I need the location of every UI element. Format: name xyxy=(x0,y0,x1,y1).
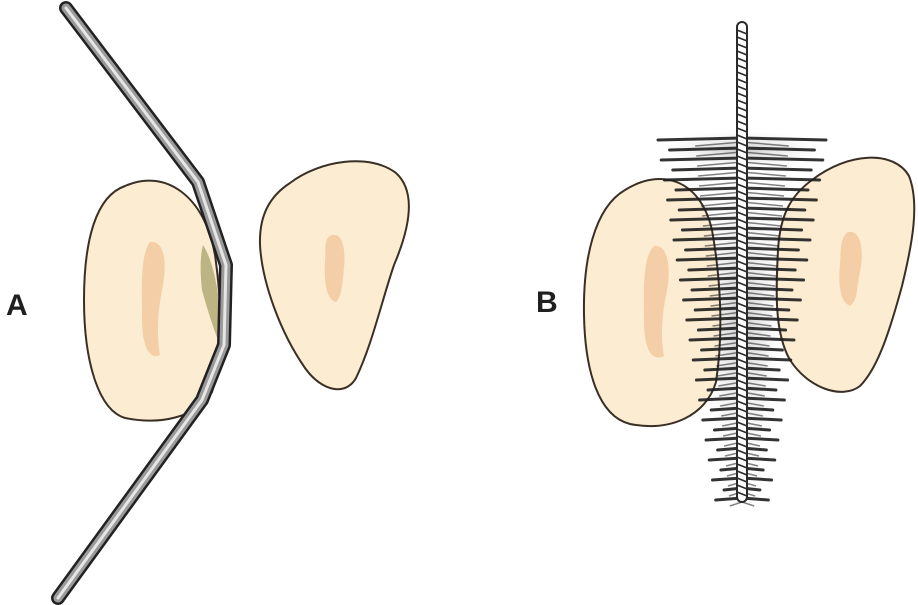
panel-b-label: B xyxy=(536,286,558,319)
tooth-b-left xyxy=(584,179,720,426)
tooth-a-right xyxy=(260,161,409,389)
tooth-b-right xyxy=(777,158,915,392)
tooth-a-left xyxy=(84,181,220,421)
panel-a-label: A xyxy=(6,289,28,322)
brush-twisted-wire xyxy=(737,22,747,502)
panel-a: A xyxy=(6,8,409,598)
panel-b: B xyxy=(536,22,914,506)
